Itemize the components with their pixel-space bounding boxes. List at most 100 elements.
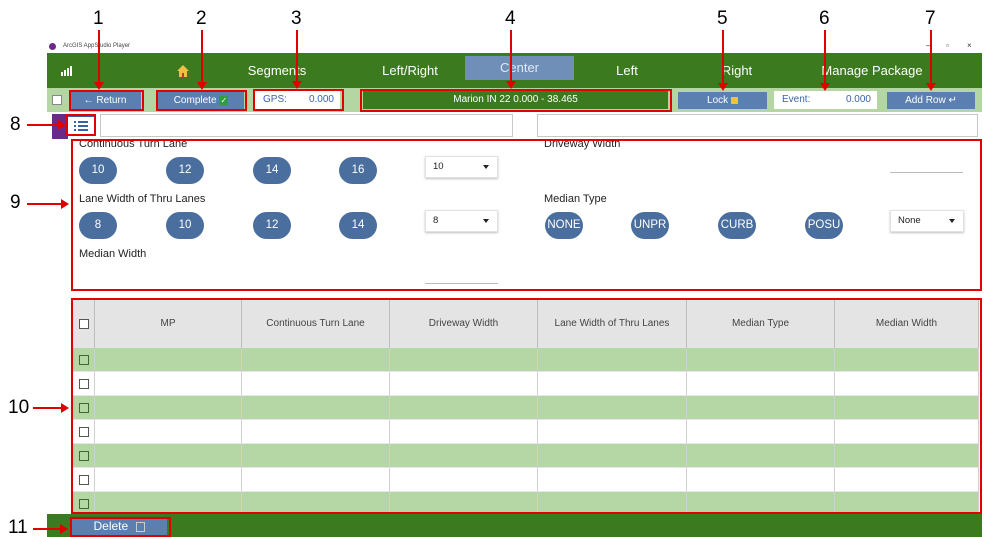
- ctl-option-14[interactable]: 14: [253, 157, 291, 184]
- ctl-option-12[interactable]: 12: [166, 157, 204, 184]
- lane-option-14[interactable]: 14: [339, 212, 377, 239]
- table-row[interactable]: [73, 444, 979, 468]
- table-cell[interactable]: [835, 372, 979, 396]
- table-cell[interactable]: [390, 420, 538, 444]
- table-cell[interactable]: [390, 372, 538, 396]
- table-cell[interactable]: [390, 444, 538, 468]
- table-cell[interactable]: [242, 444, 390, 468]
- table-cell[interactable]: [538, 396, 687, 420]
- table-row[interactable]: [73, 372, 979, 396]
- table-cell[interactable]: [95, 372, 242, 396]
- ctl-dropdown[interactable]: 10: [425, 156, 498, 178]
- header-lane-width[interactable]: Lane Width of Thru Lanes: [538, 300, 687, 348]
- lane-option-8[interactable]: 8: [79, 212, 117, 239]
- table-cell[interactable]: [687, 396, 835, 420]
- table-cell[interactable]: [95, 396, 242, 420]
- median-option-posu[interactable]: POSU: [805, 212, 843, 239]
- table-cell[interactable]: [242, 348, 390, 372]
- row-select-cell[interactable]: [73, 444, 95, 468]
- header-median-width[interactable]: Median Width: [835, 300, 979, 348]
- tab-center[interactable]: Center: [465, 56, 574, 80]
- table-row[interactable]: [73, 468, 979, 492]
- table-cell[interactable]: [95, 468, 242, 492]
- table-cell[interactable]: [538, 444, 687, 468]
- header-driveway-width[interactable]: Driveway Width: [390, 300, 538, 348]
- callout-4: 4: [505, 8, 516, 29]
- table-cell[interactable]: [835, 348, 979, 372]
- table-cell[interactable]: [687, 468, 835, 492]
- close-button[interactable]: ×: [967, 41, 972, 50]
- row-select-cell[interactable]: [73, 420, 95, 444]
- table-row[interactable]: [73, 396, 979, 420]
- table-cell[interactable]: [835, 396, 979, 420]
- ctl-option-16[interactable]: 16: [339, 157, 377, 184]
- row-select-cell[interactable]: [73, 372, 95, 396]
- home-icon[interactable]: [177, 65, 189, 77]
- median-option-unpr[interactable]: UNPR: [631, 212, 669, 239]
- table-cell[interactable]: [538, 420, 687, 444]
- table-cell[interactable]: [687, 348, 835, 372]
- table-cell[interactable]: [687, 444, 835, 468]
- table-row[interactable]: [73, 348, 979, 372]
- table-cell[interactable]: [390, 348, 538, 372]
- row-select-cell[interactable]: [73, 348, 95, 372]
- row-checkbox[interactable]: [79, 427, 89, 437]
- table-cell[interactable]: [538, 372, 687, 396]
- row-checkbox[interactable]: [79, 475, 89, 485]
- table-cell[interactable]: [835, 420, 979, 444]
- row-checkbox[interactable]: [79, 499, 89, 509]
- tab-left[interactable]: Left: [616, 63, 638, 78]
- tab-segments[interactable]: Segments: [247, 63, 307, 78]
- table-cell[interactable]: [242, 396, 390, 420]
- table-cell[interactable]: [95, 348, 242, 372]
- table-cell[interactable]: [835, 468, 979, 492]
- median-type-dropdown[interactable]: None: [890, 210, 964, 232]
- table-cell[interactable]: [390, 468, 538, 492]
- signal-icon[interactable]: [61, 66, 72, 76]
- lane-width-dropdown[interactable]: 8: [425, 210, 498, 232]
- tab-left-right[interactable]: Left/Right: [382, 63, 438, 78]
- table-cell[interactable]: [687, 372, 835, 396]
- select-checkbox[interactable]: [52, 95, 62, 105]
- lane-option-12[interactable]: 12: [253, 212, 291, 239]
- table-cell[interactable]: [835, 444, 979, 468]
- table-row[interactable]: [73, 420, 979, 444]
- header-continuous-turn-lane[interactable]: Continuous Turn Lane: [242, 300, 390, 348]
- lock-button[interactable]: Lock: [678, 92, 767, 109]
- row-select-cell[interactable]: [73, 396, 95, 420]
- table-cell[interactable]: [242, 420, 390, 444]
- median-option-none[interactable]: NONE: [545, 212, 583, 239]
- right-input-panel[interactable]: [537, 114, 978, 137]
- tab-manage-package[interactable]: Manage Package: [821, 63, 923, 78]
- row-checkbox[interactable]: [79, 355, 89, 365]
- table-cell[interactable]: [538, 468, 687, 492]
- lane-option-10[interactable]: 10: [166, 212, 204, 239]
- return-button[interactable]: ← Return: [69, 92, 141, 109]
- table-cell[interactable]: [95, 420, 242, 444]
- table-cell[interactable]: [95, 444, 242, 468]
- table-cell[interactable]: [687, 420, 835, 444]
- median-option-curb[interactable]: CURB: [718, 212, 756, 239]
- table-cell[interactable]: [242, 468, 390, 492]
- header-mp[interactable]: MP: [95, 300, 242, 348]
- ctl-option-10[interactable]: 10: [79, 157, 117, 184]
- median-width-input[interactable]: [425, 283, 498, 284]
- row-select-cell[interactable]: [73, 468, 95, 492]
- header-median-type[interactable]: Median Type: [687, 300, 835, 348]
- complete-button[interactable]: Complete ✓: [158, 92, 244, 109]
- table-cell[interactable]: [242, 372, 390, 396]
- driveway-width-input[interactable]: [890, 172, 963, 173]
- select-all-checkbox[interactable]: [79, 319, 89, 329]
- event-value: 0.000: [845, 94, 871, 105]
- row-checkbox[interactable]: [79, 403, 89, 413]
- row-checkbox[interactable]: [79, 451, 89, 461]
- table-cell[interactable]: [538, 348, 687, 372]
- row-checkbox[interactable]: [79, 379, 89, 389]
- tab-right[interactable]: Right: [721, 63, 753, 78]
- delete-button[interactable]: Delete: [71, 517, 167, 535]
- left-input-panel[interactable]: [100, 114, 513, 137]
- minimize-button[interactable]: –: [926, 41, 931, 50]
- maximize-button[interactable]: ▫: [946, 41, 949, 50]
- table-cell[interactable]: [390, 396, 538, 420]
- add-row-button[interactable]: Add Row ↵: [887, 92, 975, 109]
